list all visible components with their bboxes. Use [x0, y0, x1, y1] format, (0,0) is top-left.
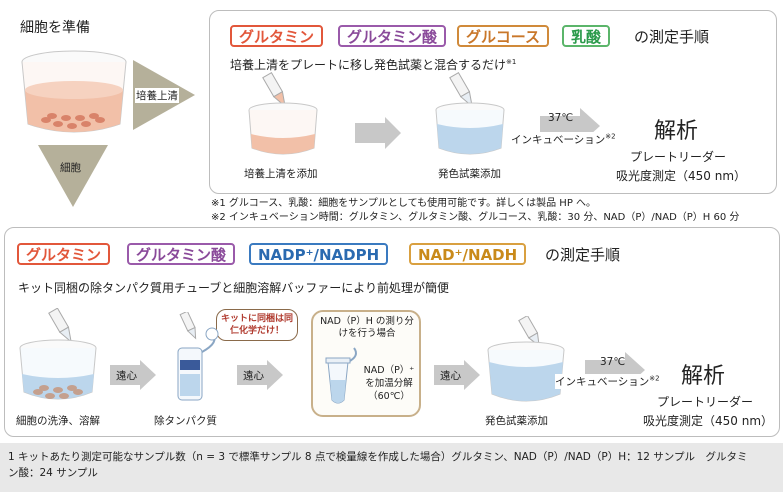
top-subtitle-note: ※1: [506, 58, 517, 66]
bottom-step1-label: 細胞の洗浄、溶解: [16, 415, 100, 427]
nadph-split-body: NAD（P）⁺を加温分解（60℃）: [363, 365, 415, 402]
top-tag-glutamate: グルタミン酸: [338, 25, 447, 47]
top-incubation-text: インキュベーション: [511, 134, 606, 146]
bottom-incubation-text: インキュベーション: [555, 376, 650, 388]
top-analysis: 解析: [654, 119, 699, 144]
top-incubation-temp: 37℃: [548, 112, 574, 124]
top-dish-2: [435, 72, 505, 155]
top-arrow-1: [355, 117, 401, 149]
top-absorbance: 吸光度測定（450 nm）: [616, 169, 747, 183]
bottom-arrow-3: [434, 360, 480, 390]
bottom-incubation-temp: 37℃: [600, 356, 626, 368]
top-incubation-note: ※2: [605, 132, 616, 141]
top-dish-1: [248, 72, 318, 155]
bottom-tag-nadp: NADP⁺/NADPH: [249, 243, 389, 265]
bottom-centrifuge-3: 遠心: [440, 370, 461, 382]
top-note-2: ※2 インキュベーション時間：グルタミン、グルタミン酸、グルコース、乳酸：30 …: [211, 212, 740, 223]
kit-bubble-text: キットに同梱は同仁化学だけ！: [221, 314, 294, 336]
top-note-1: ※1 グルコース、乳酸：細胞をサンプルとしても使用可能です。詳しくは製品 HP …: [211, 198, 597, 209]
top-tag-glutamine: グルタミン: [230, 25, 324, 47]
culture-dish: [21, 50, 127, 133]
bottom-title-suffix: の測定手順: [545, 246, 621, 264]
top-subtitle-text: 培養上清をプレートに移し発色試薬と混合するだけ: [230, 58, 507, 72]
bottom-absorbance: 吸光度測定（450 nm）: [643, 414, 774, 428]
footer-note: 1 キットあたり測定可能なサンプル数（n = 3 で標準サンプル 8 点で検量線…: [0, 443, 783, 492]
bottom-reader: プレートリーダー: [657, 395, 754, 409]
cells-arrow: [38, 145, 108, 207]
top-subtitle: 培養上清をプレートに移し発色試薬と混合するだけ※1: [230, 56, 516, 73]
bottom-arrow-2: [237, 360, 283, 390]
footer-line-2: ン酸：24 サンプル: [8, 467, 98, 479]
bottom-step2-label: 除タンパク質: [154, 415, 217, 427]
bottom-centrifuge-2: 遠心: [243, 370, 264, 382]
top-incubation: インキュベーション※2: [511, 132, 616, 147]
bottom-dish-2: [487, 316, 565, 402]
top-step2-label: 発色試薬添加: [438, 168, 501, 180]
top-tag-glucose: グルコース: [457, 25, 549, 47]
supernatant-label: 培養上清: [135, 88, 179, 103]
footer-line-1: 1 キットあたり測定可能なサンプル数（n = 3 で標準サンプル 8 点で検量線…: [8, 451, 748, 463]
top-step1-label: 培養上清を添加: [244, 168, 318, 180]
bottom-centrifuge-1: 遠心: [116, 370, 137, 382]
bottom-subtitle: キット同梱の除タンパク質用チューブと細胞溶解バッファーにより前処理が簡便: [18, 281, 450, 295]
split-tube: [325, 347, 357, 404]
bottom-incubation: インキュベーション※2: [555, 374, 660, 389]
deproteinization-tube: [177, 312, 219, 401]
bottom-tag-nad: NAD⁺/NADH: [409, 243, 527, 265]
bottom-tag-glutamate: グルタミン酸: [127, 243, 236, 265]
bottom-incubation-note: ※2: [649, 374, 660, 383]
top-title-suffix: の測定手順: [634, 28, 710, 46]
bottom-dish-1: [19, 308, 97, 400]
cells-label: 細胞: [60, 162, 81, 174]
prep-title: 細胞を準備: [20, 20, 90, 36]
bottom-arrow-1: [110, 360, 156, 390]
bottom-step3-label: 発色試薬添加: [485, 415, 548, 427]
bottom-analysis: 解析: [681, 364, 726, 389]
top-tag-lactate: 乳酸: [562, 25, 611, 47]
nadph-split-title: NAD（P）H の測り分けを行う場合: [320, 316, 414, 339]
bottom-tag-glutamine: グルタミン: [17, 243, 111, 265]
kit-bubble: キットに同梱は同仁化学だけ！: [216, 309, 298, 341]
top-reader: プレートリーダー: [630, 150, 727, 164]
